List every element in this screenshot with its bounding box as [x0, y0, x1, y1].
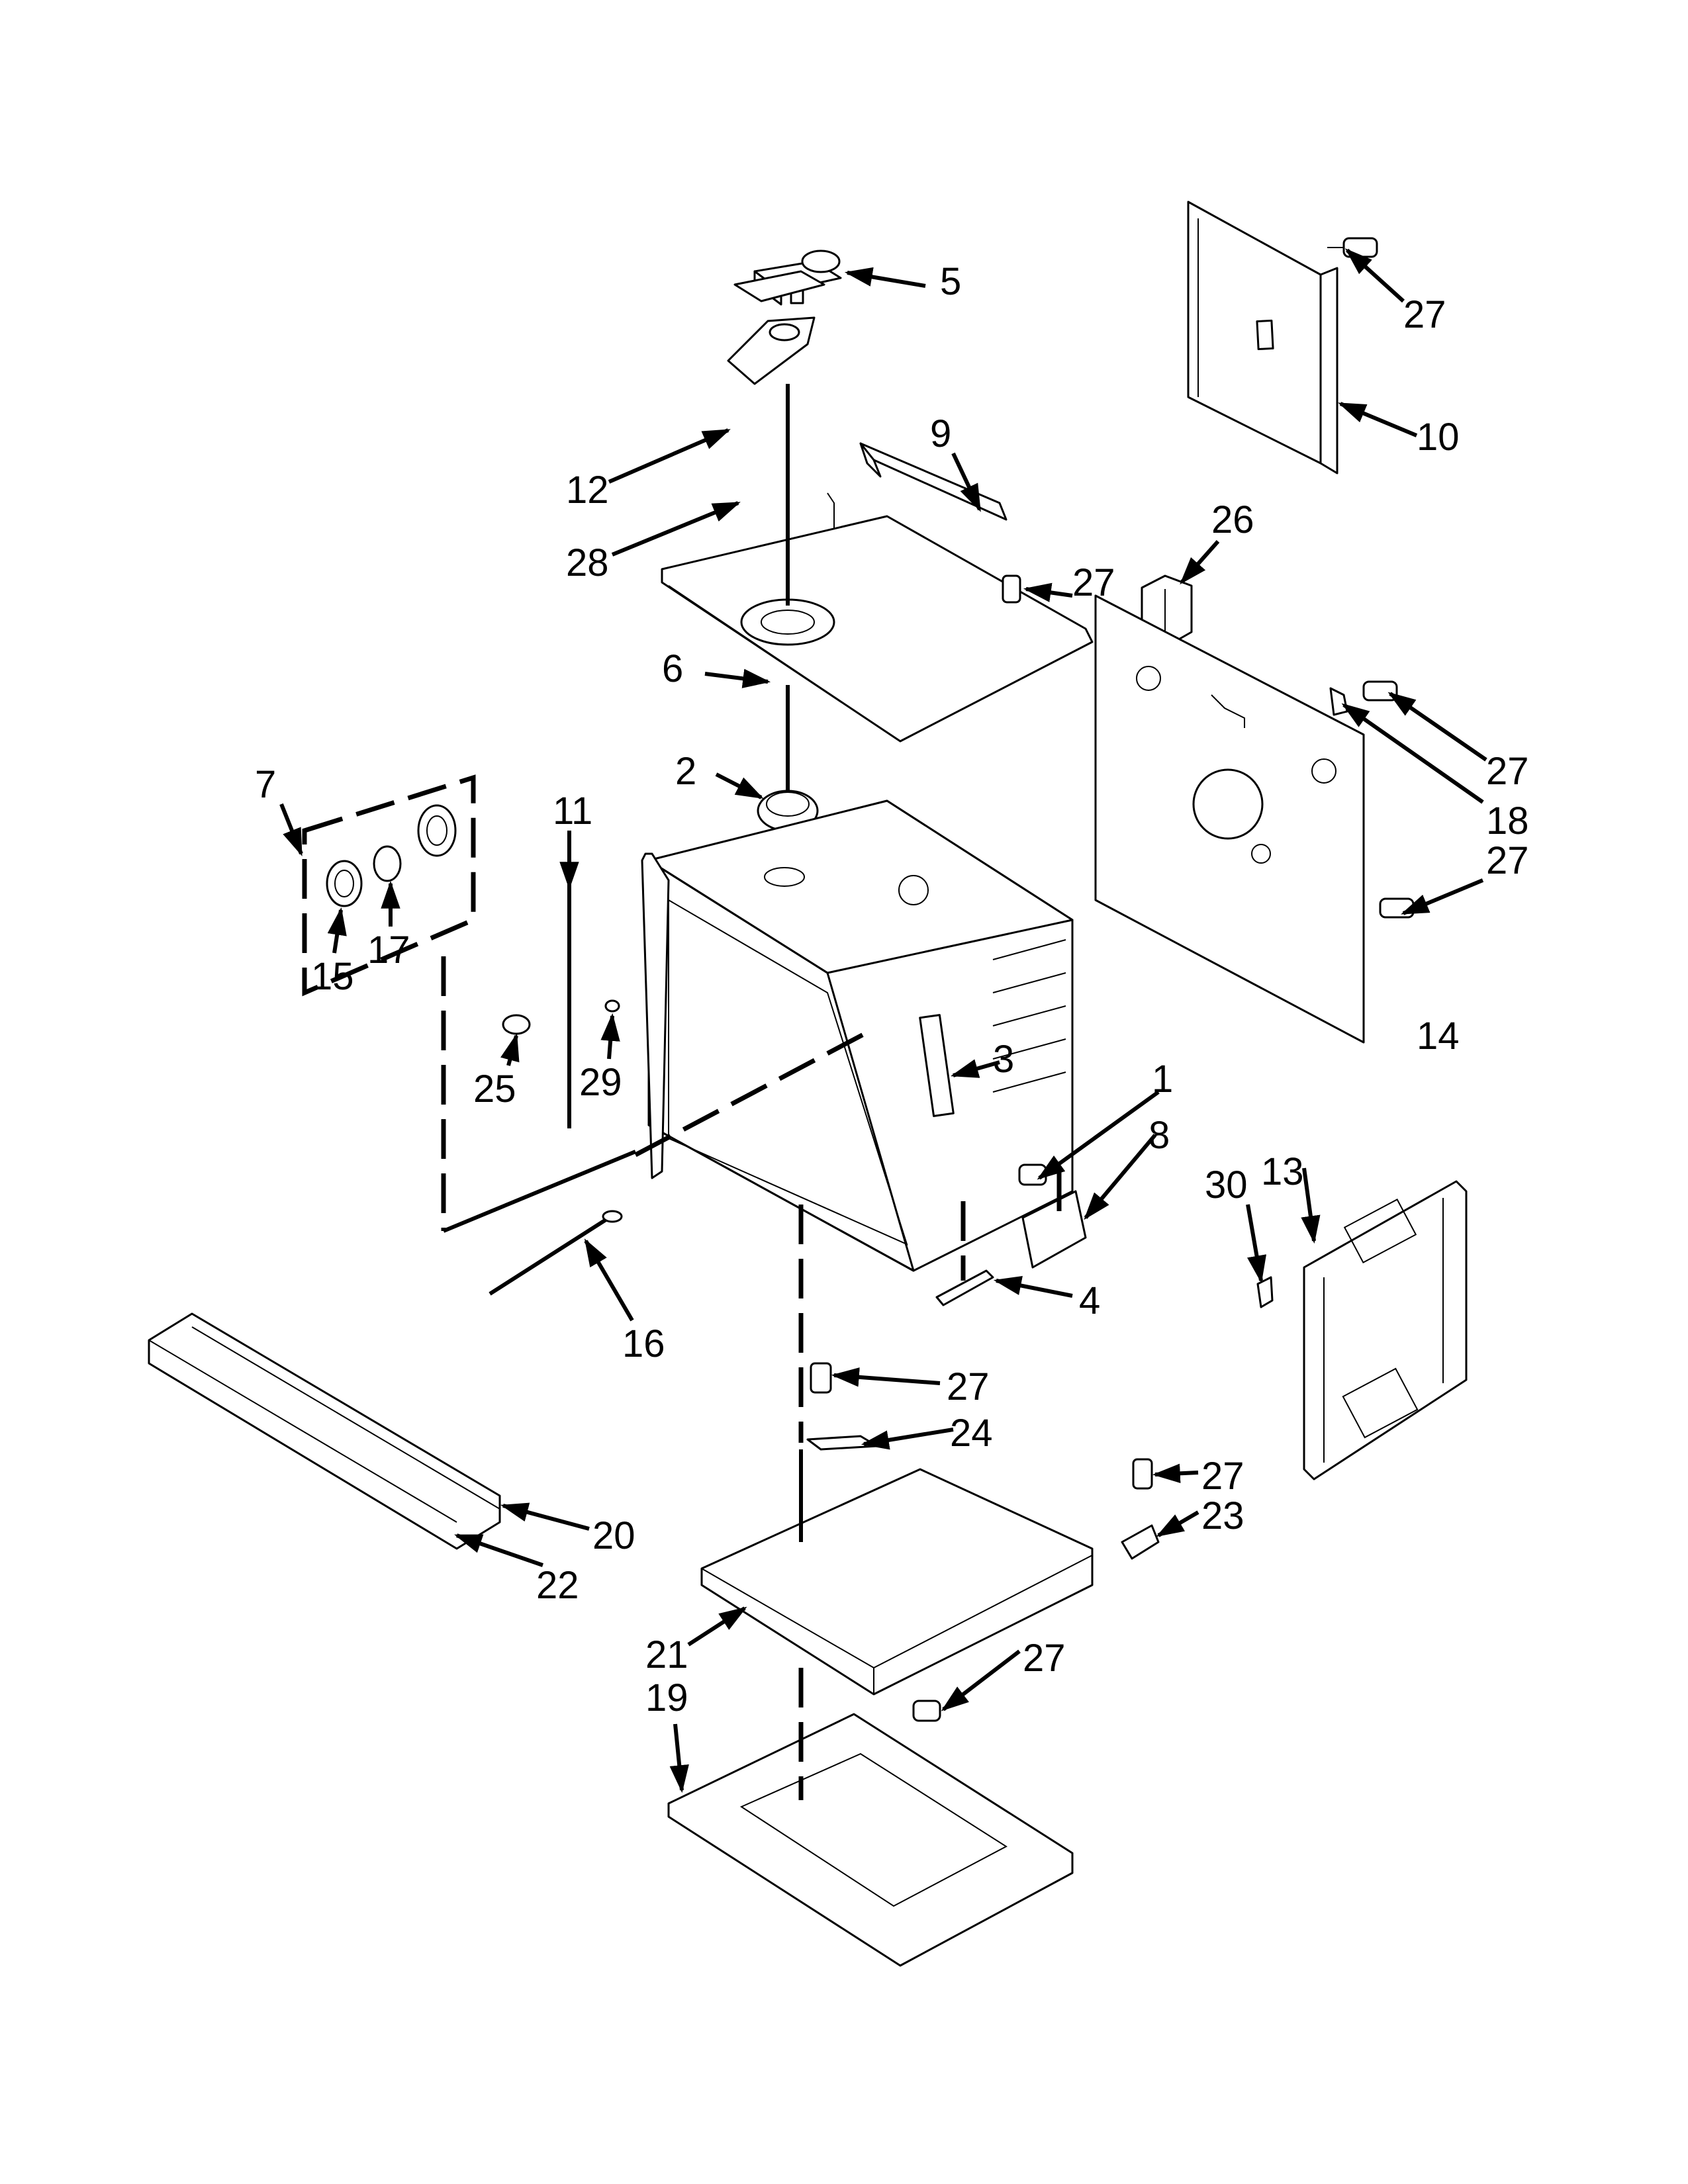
rear-panel: [1094, 594, 1365, 1044]
bracket-28: [727, 316, 816, 385]
callout-27-bottom-2: 27: [1201, 1455, 1244, 1498]
side-panel: [1303, 1180, 1468, 1480]
callout-17: 17: [367, 929, 410, 972]
screw-rear-1: [1362, 680, 1398, 702]
callouts: 5 27 10 12 9 28 27 26 6 27 18 27 2 7 11 …: [255, 260, 1529, 1719]
screw-bottom-3: [912, 1700, 941, 1722]
callout-8: 8: [1149, 1114, 1170, 1157]
callout-27-rear-2: 27: [1486, 839, 1529, 882]
callout-2: 2: [675, 750, 696, 793]
callout-3: 3: [993, 1038, 1014, 1081]
bracket-12: [733, 270, 825, 302]
clip-30: [1256, 1276, 1274, 1308]
callout-12: 12: [566, 469, 609, 512]
callout-25: 25: [473, 1068, 516, 1111]
callout-27-bottom-1: 27: [947, 1365, 990, 1408]
callout-16: 16: [622, 1322, 665, 1365]
callout-18: 18: [1486, 799, 1529, 842]
lamp-assembly: [302, 774, 476, 997]
upper-rear-panel: [1187, 201, 1338, 475]
callout-27-rear-1: 27: [1486, 750, 1529, 793]
callout-5: 5: [940, 260, 961, 303]
callout-6: 6: [662, 647, 683, 690]
screw-25: [502, 1014, 531, 1035]
screw-bottom-2: [1132, 1458, 1153, 1490]
callout-24: 24: [950, 1412, 993, 1455]
leader-lines: [279, 248, 1487, 1794]
callout-30: 30: [1205, 1163, 1248, 1206]
callout-23: 23: [1201, 1494, 1244, 1537]
rails: [148, 1312, 501, 1550]
callout-9: 9: [930, 412, 951, 455]
callout-10: 10: [1417, 416, 1460, 459]
callout-11: 11: [553, 790, 592, 833]
callout-26: 26: [1211, 498, 1254, 541]
callout-1: 1: [1152, 1058, 1173, 1101]
callout-7: 7: [255, 763, 276, 806]
bracket-4: [935, 1269, 994, 1306]
callout-14: 14: [1417, 1015, 1460, 1058]
bracket-23: [1121, 1524, 1160, 1560]
oven-sensor: [489, 1210, 623, 1296]
top-panel: [661, 492, 1094, 743]
callout-22: 22: [536, 1564, 579, 1607]
callout-20: 20: [592, 1514, 635, 1557]
callout-27-top-panel: 27: [1072, 561, 1115, 604]
clip-18: [1329, 687, 1348, 716]
callout-19: 19: [645, 1676, 688, 1719]
alignment-lines: [441, 384, 1062, 1800]
callout-27-bottom-3: 27: [1023, 1637, 1066, 1680]
bottom-tray: [667, 1713, 1074, 1967]
callout-21: 21: [645, 1633, 688, 1676]
screw-top-panel: [1002, 574, 1021, 604]
callout-13: 13: [1261, 1150, 1304, 1193]
callout-15: 15: [311, 955, 354, 998]
callout-29: 29: [579, 1061, 622, 1104]
screw-rear-2: [1379, 897, 1415, 919]
screw-bottom-1: [810, 1362, 832, 1394]
screw-29: [604, 999, 620, 1013]
callout-27-top-right: 27: [1403, 293, 1446, 336]
callout-28: 28: [566, 541, 609, 584]
callout-4: 4: [1079, 1279, 1100, 1322]
